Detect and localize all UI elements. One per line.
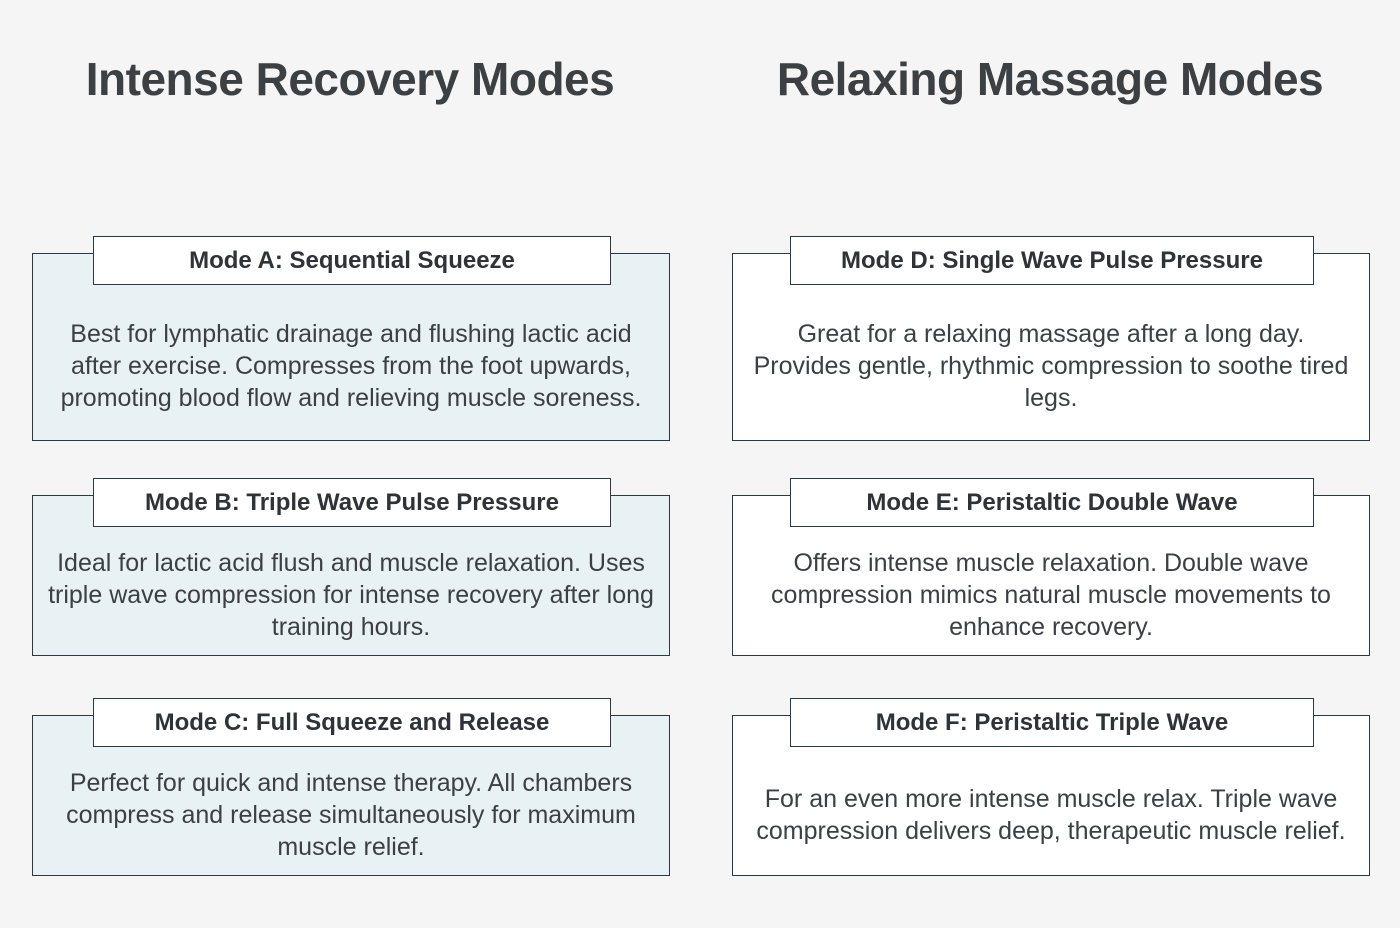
card-description-mode-d: Great for a relaxing massage after a lon… bbox=[753, 320, 1349, 412]
card-description-mode-c: Perfect for quick and intense therapy. A… bbox=[66, 768, 636, 861]
card-mode-b[interactable]: Ideal for lactic acid flush and muscle r… bbox=[32, 478, 670, 656]
card-title-box-mode-f: Mode F: Peristaltic Triple Wave bbox=[790, 698, 1314, 747]
card-description-mode-e: Offers intense muscle relaxation. Double… bbox=[771, 548, 1331, 641]
card-title-mode-f: Mode F: Peristaltic Triple Wave bbox=[875, 708, 1229, 736]
column-heading-intense-recovery: Intense Recovery Modes bbox=[85, 53, 615, 105]
column-relaxing-massage: Relaxing Massage Modes Great for a relax… bbox=[700, 0, 1400, 928]
card-mode-a[interactable]: Best for lymphatic drainage and flushing… bbox=[32, 236, 670, 441]
card-title-mode-e: Mode E: Peristaltic Double Wave bbox=[866, 488, 1238, 516]
card-title-box-mode-d: Mode D: Single Wave Pulse Pressure bbox=[790, 236, 1314, 285]
card-title-box-mode-c: Mode C: Full Squeeze and Release bbox=[93, 698, 611, 747]
card-title-box-mode-a: Mode A: Sequential Squeeze bbox=[93, 236, 611, 285]
card-title-mode-c: Mode C: Full Squeeze and Release bbox=[154, 708, 550, 736]
card-description-mode-a: Best for lymphatic drainage and flushing… bbox=[60, 320, 642, 412]
card-mode-f[interactable]: For an even more intense muscle relax. T… bbox=[732, 698, 1370, 876]
card-title-mode-d: Mode D: Single Wave Pulse Pressure bbox=[841, 246, 1263, 274]
column-heading-relaxing-massage: Relaxing Massage Modes bbox=[776, 53, 1324, 105]
card-mode-d[interactable]: Great for a relaxing massage after a lon… bbox=[732, 236, 1370, 441]
card-description-mode-b: Ideal for lactic acid flush and muscle r… bbox=[48, 548, 654, 641]
card-mode-e[interactable]: Offers intense muscle relaxation. Double… bbox=[732, 478, 1370, 656]
card-title-box-mode-b: Mode B: Triple Wave Pulse Pressure bbox=[93, 478, 611, 527]
card-title-box-mode-e: Mode E: Peristaltic Double Wave bbox=[790, 478, 1314, 527]
card-mode-c[interactable]: Perfect for quick and intense therapy. A… bbox=[32, 698, 670, 876]
card-title-mode-a: Mode A: Sequential Squeeze bbox=[189, 246, 515, 274]
column-intense-recovery: Intense Recovery Modes Best for lymphati… bbox=[32, 53, 670, 876]
card-title-mode-b: Mode B: Triple Wave Pulse Pressure bbox=[145, 488, 559, 516]
card-description-mode-f: For an even more intense muscle relax. T… bbox=[756, 784, 1346, 845]
